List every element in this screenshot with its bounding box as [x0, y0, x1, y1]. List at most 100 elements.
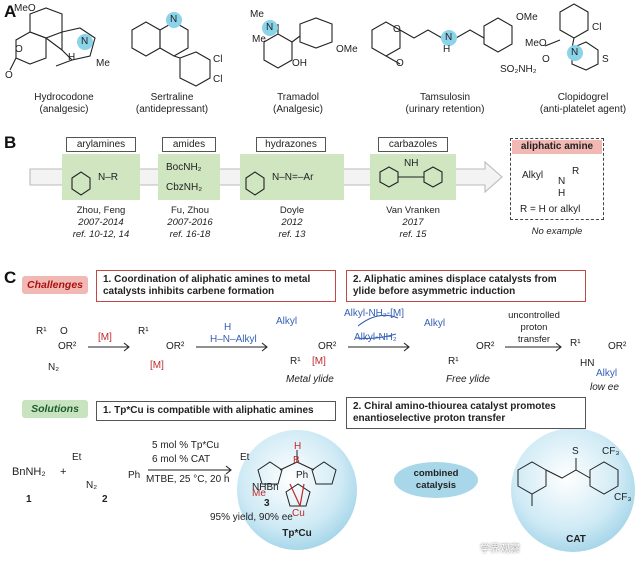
class-credit-hydrazones: Doyle 2012 ref. 13	[250, 205, 334, 241]
drug-caption-sertraline: Sertraline (antidepressant)	[122, 92, 222, 116]
challenge-1: 1. Coordination of aliphatic amines to m…	[96, 270, 336, 302]
condition-cat: 6 mol % CAT	[152, 454, 211, 465]
reactant-2-ph: Ph	[128, 470, 141, 481]
atom-meo2: MeO	[525, 38, 547, 49]
mechanism-arrows	[88, 342, 562, 475]
drug-name: Tramadol	[277, 92, 319, 103]
mech-n2: N₂	[48, 362, 60, 373]
watermark: 学界观察	[480, 540, 520, 555]
mech-displaced-1: Alkyl-NH₂-[M]	[344, 308, 404, 320]
combined-text: combined	[413, 468, 459, 479]
product-ph: Ph	[296, 470, 309, 481]
aliphatic-r: R	[572, 166, 580, 177]
reagent-cbz: CbzNH₂	[166, 182, 203, 193]
reactant-1: BnNH₂	[12, 466, 46, 478]
combined-catalysis-ellipse	[394, 462, 478, 498]
atom-cl2: Cl	[213, 74, 223, 85]
atom-h: H	[68, 52, 76, 63]
credit-refs: ref. 13	[278, 229, 306, 240]
drug-use: (anti-platelet agent)	[539, 104, 627, 115]
free-ylide-label: Free ylide	[446, 374, 490, 385]
hydrocodone-structure	[9, 7, 96, 71]
aliphatic-n: N	[558, 176, 566, 187]
mech-free-or2: OR²	[476, 341, 495, 352]
atom-meo: MeO	[14, 3, 36, 14]
credit-authors: Zhou, Feng	[76, 205, 126, 216]
mech-ylide-or2: OR²	[318, 341, 337, 352]
class-credit-arylamines: Zhou, Feng 2007-2014 ref. 10-12, 14	[56, 205, 146, 241]
mech-m-arrow: [M]	[98, 332, 112, 343]
cat-label: CAT	[566, 534, 586, 545]
credit-years: 2007-2016	[167, 217, 213, 228]
condition-tpcu: 5 mol % Tp*Cu	[152, 440, 220, 451]
mech-product-r1: R¹	[570, 338, 581, 349]
mech-amine-h: H	[224, 322, 232, 333]
combined-catalysis-label: combined catalysis	[404, 468, 468, 492]
challenge-2: 2. Aliphatic amines displace catalysts f…	[346, 270, 586, 302]
tpcu-b-atom: B	[293, 455, 300, 466]
reagent-boc: BocNH₂	[166, 162, 202, 173]
mech-alkylnh2-m: Alkyl-NH₂-[M]	[344, 308, 404, 319]
atom-n2: N	[266, 22, 274, 33]
class-credit-carbazoles: Van Vranken 2017 ref. 15	[370, 205, 456, 241]
atom-me2n: Me	[250, 9, 264, 20]
compound-label-1: 1	[26, 494, 32, 505]
panel-c-label: C	[4, 268, 17, 287]
low-ee-label: low ee	[590, 382, 619, 393]
mech-amine: H–N–Alkyl	[210, 334, 257, 345]
reaction-yield: 95% yield, 90% ee	[210, 512, 293, 523]
reactant-2-n2: N₂	[86, 480, 98, 491]
cat-cf3-top: CF₃	[602, 446, 620, 457]
proton-text: proton	[520, 322, 548, 333]
credit-authors: Fu, Zhou	[170, 205, 210, 216]
aliphatic-alkyl: Alkyl	[522, 170, 544, 181]
aliphatic-amine-title: aliphatic amine	[512, 140, 602, 154]
tpcu-sphere	[237, 430, 357, 550]
watermark-text: 学界观察	[480, 544, 520, 555]
cat-cf3-bottom: CF₃	[614, 492, 632, 503]
drug-name: Tamsulosin	[419, 92, 471, 103]
credit-refs: ref. 16-18	[169, 229, 211, 240]
atom-o4: O	[396, 58, 404, 69]
mech-ylide-r1: R¹	[290, 356, 301, 367]
drug-use: (antidepressant)	[135, 104, 209, 115]
mech-ylide-alkyl: Alkyl	[276, 316, 298, 327]
reagent-carbazole: NH	[404, 158, 419, 169]
solution-1: 1. Tp*Cu is compatible with aliphatic am…	[96, 401, 336, 421]
atom-ome: OMe	[336, 44, 358, 55]
reagent-arylamine: N–R	[98, 172, 119, 183]
atom-h2: H	[443, 44, 451, 55]
mech-or2-b: OR²	[166, 341, 185, 352]
solutions-tag: Solutions	[22, 400, 88, 418]
credit-years: 2012	[281, 217, 303, 228]
drug-use: (Analgesic)	[272, 104, 324, 115]
reagent-box-amides	[158, 154, 220, 200]
mech-product-alkyl: Alkyl	[596, 368, 618, 379]
drug-name: Sertraline	[150, 92, 194, 103]
transfer-text: transfer	[517, 334, 551, 345]
class-credit-amides: Fu, Zhou 2007-2016 ref. 16-18	[148, 205, 232, 241]
atom-oh: OH	[292, 58, 307, 69]
aliphatic-rdef: R = H or alkyl	[520, 204, 581, 215]
condition-solvent: MTBE, 25 °C, 20 h	[146, 474, 230, 485]
mech-alkylnh2: Alkyl-NH₂	[354, 332, 397, 343]
solution-2: 2. Chiral amino-thiourea catalyst promot…	[346, 397, 586, 429]
atom-ome2: OMe	[516, 12, 538, 23]
tramadol-structure	[263, 17, 333, 69]
mech-r1-b: R¹	[138, 326, 149, 337]
credit-years: 2007-2014	[78, 217, 124, 228]
atom-s: S	[602, 54, 609, 65]
class-label-hydrazones: hydrazones	[256, 137, 326, 152]
tamsulosin-structure	[371, 17, 513, 65]
mech-product-hn: HN	[580, 358, 595, 369]
atom-so2nh2: SO₂NH₂	[500, 64, 537, 75]
reactant-2-et: Et	[72, 452, 82, 463]
atom-cl1: Cl	[213, 54, 223, 65]
mech-o-a: O	[60, 326, 68, 337]
metal-ylide-label: Metal ylide	[286, 374, 334, 385]
aliphatic-note: No example	[531, 226, 583, 237]
mech-free-alkyl: Alkyl	[424, 318, 446, 329]
atom-cl3: Cl	[592, 22, 602, 33]
class-label-amides: amides	[162, 137, 216, 152]
atom-nh: N	[170, 14, 178, 25]
